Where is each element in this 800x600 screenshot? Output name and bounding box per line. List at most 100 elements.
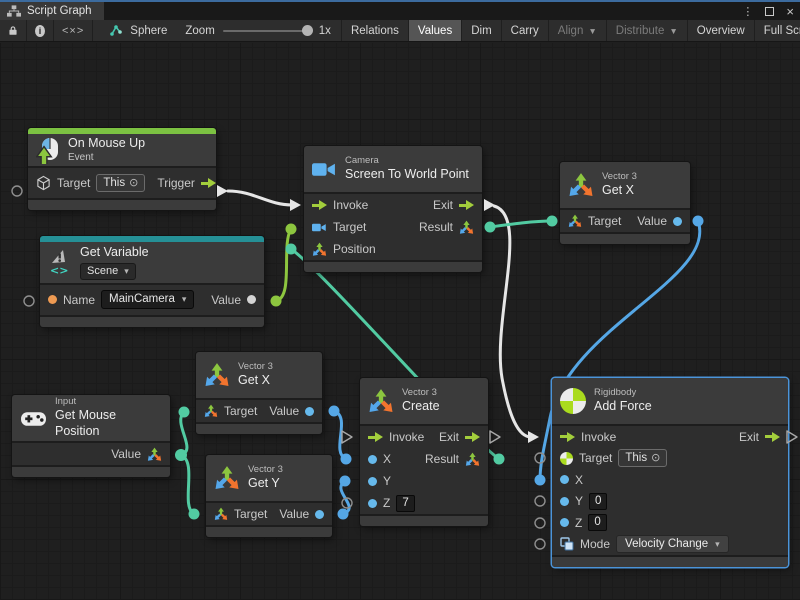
- rigidbody-icon: [560, 388, 586, 414]
- target-this-chip[interactable]: This⊙: [618, 449, 668, 468]
- node-category: Vector 3: [248, 464, 283, 476]
- node-title: On Mouse Up: [68, 136, 146, 150]
- port-label: Trigger: [157, 176, 195, 191]
- vector3-port-icon[interactable]: [214, 507, 228, 521]
- chevron-down-icon: ▼: [669, 25, 678, 36]
- vector3-port-icon[interactable]: [459, 220, 474, 235]
- node-add-force[interactable]: Rigidbody Add Force Invoke Exit Target T…: [552, 378, 788, 567]
- graph-toolbar: i <×> Sphere Zoom 1x Relations Values Di…: [0, 20, 800, 42]
- value-port-dot[interactable]: [305, 406, 315, 416]
- node-get-y[interactable]: Vector 3 Get Y Target Value: [206, 455, 332, 537]
- graph-hierarchy-icon: [7, 5, 21, 17]
- values-button[interactable]: Values: [408, 20, 463, 41]
- node-on-mouse-up[interactable]: On Mouse Up Event Target This⊙ Trigger: [28, 128, 216, 211]
- z-port-dot[interactable]: [368, 498, 377, 508]
- node-title: Get Y: [248, 476, 280, 491]
- vector3-port-icon[interactable]: [312, 242, 327, 257]
- node-get-mouse-position[interactable]: Input Get Mouse Position Value: [12, 395, 170, 477]
- value-port-dot[interactable]: [315, 509, 325, 519]
- x-port-dot[interactable]: [368, 454, 377, 464]
- x-port-dot[interactable]: [560, 475, 569, 485]
- camera-port-icon[interactable]: [312, 222, 327, 233]
- y-port-dot[interactable]: [368, 476, 377, 486]
- vector3-icon: [368, 388, 394, 414]
- flow-input-icon[interactable]: [368, 432, 383, 442]
- rigidbody-port-icon[interactable]: [560, 451, 573, 465]
- lock-icon: [9, 26, 17, 35]
- window-menu-icon[interactable]: ⋮: [742, 5, 754, 18]
- flow-input-icon[interactable]: [312, 200, 327, 210]
- variable-accent-bar: [40, 236, 264, 242]
- lock-button[interactable]: [0, 20, 27, 41]
- port-label: Exit: [738, 429, 759, 444]
- port-label: Result: [418, 220, 453, 234]
- vector3-port-icon[interactable]: [568, 214, 582, 228]
- value-port-dot[interactable]: [673, 216, 682, 226]
- variable-scope-dropdown[interactable]: Scene: [80, 262, 136, 280]
- port-label: Y: [383, 474, 392, 488]
- flow-output-icon[interactable]: [765, 431, 780, 442]
- align-button[interactable]: Align▼: [549, 20, 607, 41]
- relations-button[interactable]: Relations: [340, 20, 409, 41]
- node-get-x-top[interactable]: Vector 3 Get X Target Value: [560, 162, 690, 244]
- tab-script-graph[interactable]: Script Graph: [0, 2, 104, 20]
- port-label: Invoke: [333, 198, 369, 212]
- graph-context[interactable]: Sphere: [93, 20, 175, 41]
- gamepad-icon: [20, 410, 47, 427]
- vector3-port-icon[interactable]: [465, 452, 480, 467]
- chevron-down-icon: [124, 264, 129, 279]
- node-title: Add Force: [594, 399, 652, 414]
- variable-name-dropdown[interactable]: MainCamera: [101, 290, 195, 310]
- node-vector3-create[interactable]: Vector 3 Create Invoke Exit X Result: [360, 378, 488, 526]
- name-port-dot[interactable]: [48, 295, 57, 305]
- flow-output-icon[interactable]: [465, 432, 480, 442]
- vector3-port-icon[interactable]: [204, 404, 218, 418]
- close-icon[interactable]: ×: [786, 3, 794, 19]
- carry-button[interactable]: Carry: [502, 20, 549, 41]
- full-screen-button[interactable]: Full Screen: [763, 24, 800, 37]
- event-accent-bar: [28, 128, 216, 134]
- value-port-dot[interactable]: [247, 295, 256, 305]
- flow-input-icon[interactable]: [560, 431, 575, 442]
- z-value-field[interactable]: 0: [588, 514, 607, 532]
- code-view-button[interactable]: <×>: [54, 20, 94, 41]
- node-screen-to-world-point[interactable]: Camera Screen To World Point Invoke Exit…: [304, 146, 482, 272]
- port-label: Target: [224, 404, 258, 418]
- vector3-port-icon[interactable]: [147, 447, 162, 462]
- gameobject-cube-icon: [36, 175, 51, 191]
- port-label: Value: [211, 292, 241, 307]
- flow-output-icon[interactable]: [459, 200, 474, 210]
- z-port-dot[interactable]: [560, 518, 569, 528]
- overview-button[interactable]: Overview: [688, 20, 755, 41]
- port-label: Position: [333, 242, 376, 256]
- port-label: Target: [333, 220, 367, 234]
- target-this-chip[interactable]: This⊙: [96, 174, 146, 193]
- node-category: Rigidbody: [594, 387, 637, 399]
- info-button[interactable]: i: [27, 20, 54, 41]
- y-port-dot[interactable]: [560, 496, 569, 506]
- port-label: Z: [383, 496, 391, 510]
- zoom-control: Zoom 1x: [175, 20, 341, 41]
- distribute-button[interactable]: Distribute▼: [607, 20, 688, 41]
- mode-dropdown[interactable]: Velocity Change: [616, 535, 729, 554]
- node-category: Input: [55, 396, 77, 408]
- maximize-icon[interactable]: [765, 6, 775, 16]
- flow-output-icon[interactable]: [200, 178, 216, 189]
- port-label: Result: [424, 452, 459, 466]
- zoom-slider-knob[interactable]: [301, 25, 313, 36]
- port-label: Exit: [438, 430, 459, 444]
- port-label: Value: [111, 447, 141, 461]
- port-label: X: [575, 472, 584, 487]
- y-value-field[interactable]: 0: [589, 492, 608, 510]
- info-icon: i: [35, 24, 45, 37]
- code-view-icon: <×>: [62, 24, 85, 37]
- dim-button[interactable]: Dim: [462, 20, 502, 41]
- svg-text:<>: <>: [50, 264, 68, 276]
- zoom-slider[interactable]: [222, 25, 313, 36]
- node-get-variable[interactable]: <> Get Variable Scene Name MainCamera Va…: [40, 236, 264, 327]
- port-label: X: [383, 452, 392, 466]
- node-title: Get Variable: [80, 245, 149, 259]
- node-get-x-mid[interactable]: Vector 3 Get X Target Value: [196, 352, 322, 434]
- tab-label: Script Graph: [27, 5, 92, 17]
- z-value-field[interactable]: 7: [396, 494, 415, 512]
